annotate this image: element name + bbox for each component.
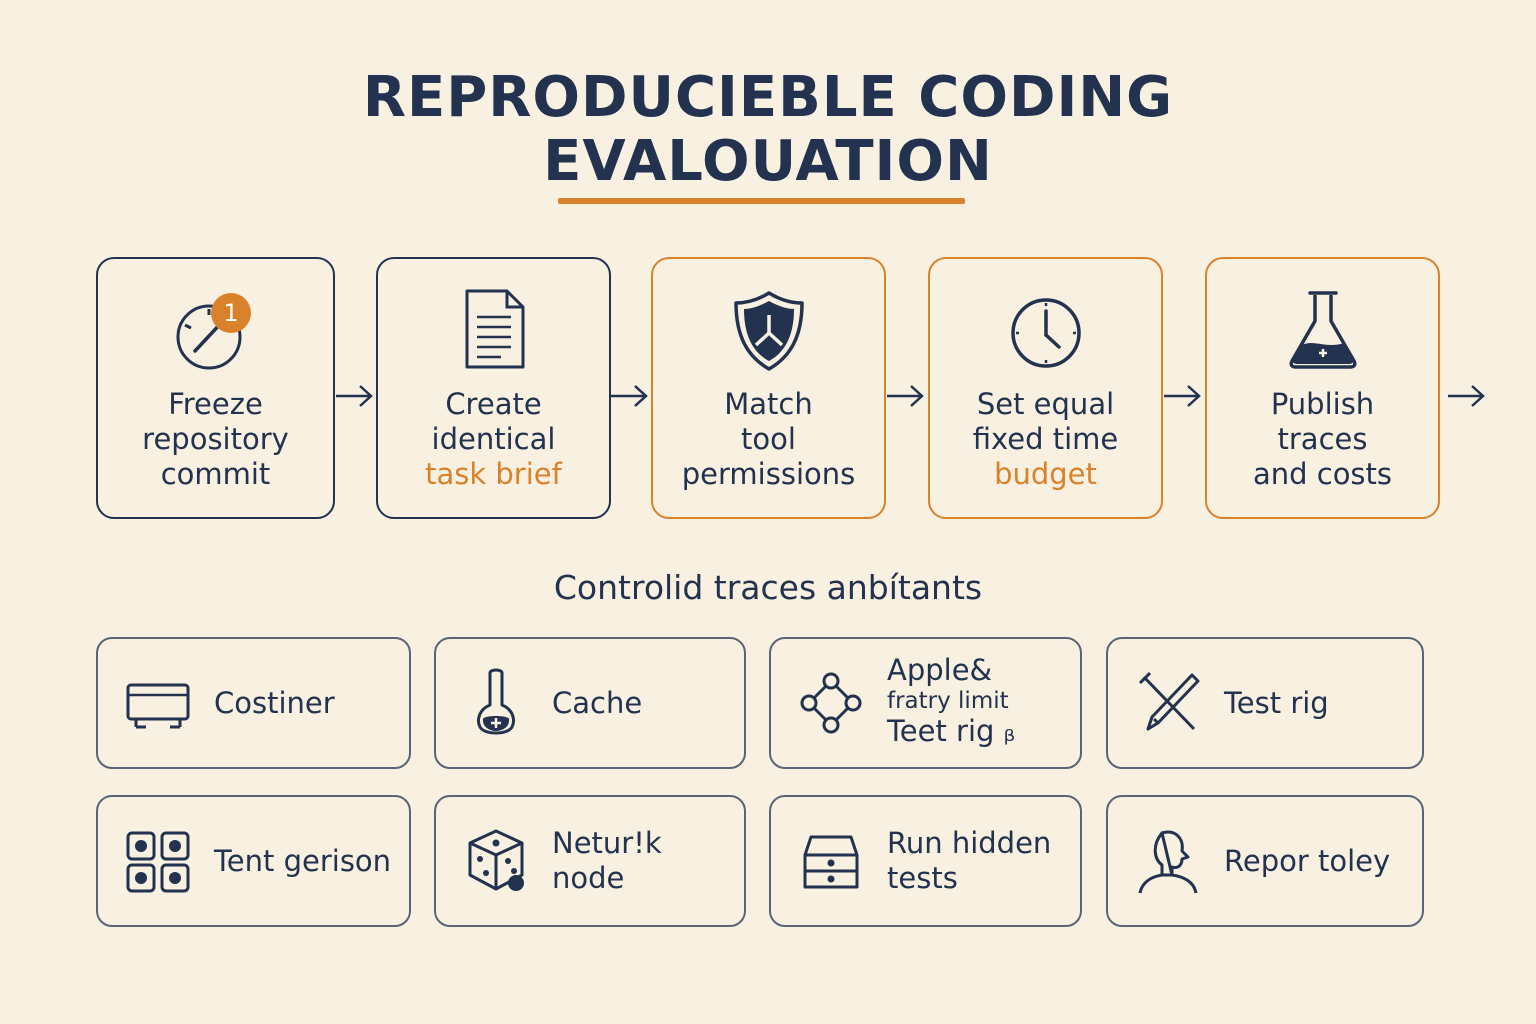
gauge-icon: 1: [176, 293, 251, 370]
step-label: Create identical task brief: [425, 387, 562, 491]
card-label: Netur!k: [552, 826, 662, 860]
clock-icon: [1010, 298, 1081, 368]
card-cache: Cache: [434, 637, 746, 769]
container-icon: [126, 683, 190, 729]
card-tent-gerison: Tent gerison: [96, 795, 411, 927]
step-label: Publish traces and costs: [1252, 387, 1393, 491]
drawer-icon: [803, 835, 859, 889]
arrow-right-icon: [611, 385, 648, 407]
step-number: 1: [223, 299, 238, 327]
arrow-right-icon: [1164, 385, 1201, 407]
arrow-right-icon: [336, 385, 373, 407]
card-label: Cache: [552, 685, 643, 720]
person-icon: [1138, 830, 1198, 894]
card-label: Run hidden: [887, 826, 1052, 860]
card-label: Test rig: [1224, 685, 1329, 720]
step-freeze-repository: 1 Freeze repository commit: [96, 257, 335, 519]
card-label: Costiner: [214, 685, 335, 720]
card-network-node: Netur!k node: [434, 795, 746, 927]
card-repor-toley: Repor toley: [1106, 795, 1424, 927]
card-costiner: Costiner: [96, 637, 411, 769]
card-label: Apple&: [887, 653, 993, 687]
dice-icon: [468, 829, 524, 891]
section-subtitle: Controlid traces anbítants: [553, 568, 983, 607]
title-line-1: REPRODUCIEBLE CODING: [362, 65, 1174, 130]
step-match-tool-permissions: Match tool permissions: [651, 257, 886, 519]
card-label: tests: [887, 861, 958, 895]
card-apple-limit: Apple& fratry limit Teet rig ᵦ: [769, 637, 1082, 769]
step-label: Set equal fixed time budget: [972, 387, 1119, 491]
step-label: Freeze repository commit: [142, 387, 289, 491]
step-create-task-brief: Create identical task brief: [376, 257, 611, 519]
card-label: Tent gerison: [214, 843, 392, 878]
title-line-2: EVALOUATION: [543, 129, 993, 194]
step-set-time-budget: Set equal fixed time budget: [928, 257, 1163, 519]
card-test-rig: Test rig: [1106, 637, 1424, 769]
card-label: fratry limit: [887, 688, 1009, 714]
thermometer-icon: [476, 668, 516, 735]
title-underline: [558, 198, 965, 204]
card-label: Teet rig ᵦ: [887, 714, 1016, 748]
grid-squares-icon: [126, 831, 190, 893]
page-title: REPRODUCIEBLE CODING EVALOUATION: [0, 66, 1536, 194]
card-label: Repor toley: [1224, 843, 1391, 878]
step-publish-traces: Publish traces and costs: [1205, 257, 1440, 519]
step-label: Match tool permissions: [681, 387, 856, 491]
flask-icon: [1288, 291, 1357, 369]
arrow-right-icon: [1448, 385, 1485, 407]
card-label: node: [552, 861, 625, 895]
arrow-right-icon: [887, 385, 924, 407]
crossed-tools-icon: [1138, 671, 1200, 731]
document-icon: [465, 289, 524, 369]
shield-icon: [733, 291, 804, 371]
network-nodes-icon: [800, 672, 862, 734]
card-run-hidden-tests: Run hidden tests: [769, 795, 1082, 927]
